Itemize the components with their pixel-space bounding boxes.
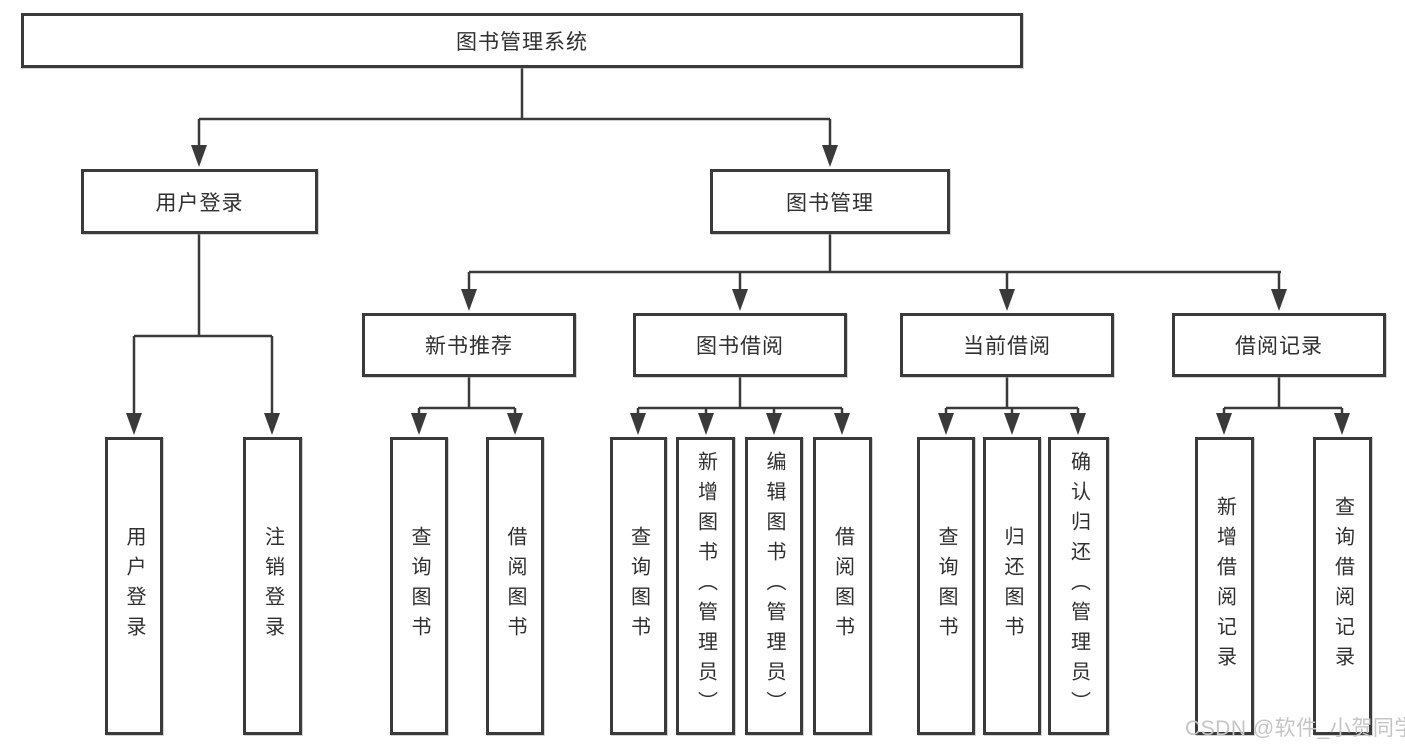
- node-query-borrow-record: 查询借阅记录: [1313, 437, 1372, 735]
- node-user-login-group: 用户登录: [81, 169, 318, 234]
- node-borrow-books-borrowing: 借阅图书: [813, 437, 872, 735]
- node-return-books: 归还图书: [983, 437, 1041, 735]
- node-borrowing-records: 借阅记录: [1172, 313, 1386, 377]
- node-query-books-current: 查询图书: [917, 437, 975, 735]
- node-new-book-recommend: 新书推荐: [362, 313, 576, 377]
- node-book-borrowing: 图书借阅: [633, 313, 847, 377]
- node-library-management-system: 图书管理系统: [21, 13, 1023, 68]
- csdn-watermark: CSDN @软件_小贺同学: [1185, 717, 1405, 740]
- node-current-borrowing: 当前借阅: [900, 313, 1114, 377]
- node-query-books-recommend: 查询图书: [390, 437, 448, 735]
- node-book-management: 图书管理: [710, 169, 950, 234]
- node-user-login: 用户登录: [105, 437, 163, 735]
- node-edit-books-admin: 编辑图书（管理员）: [745, 437, 803, 735]
- node-add-borrow-record: 新增借阅记录: [1195, 437, 1254, 735]
- node-logout-login: 注销登录: [243, 437, 302, 735]
- node-query-books-borrowing: 查询图书: [610, 437, 667, 735]
- node-borrow-books-recommend: 借阅图书: [486, 437, 544, 735]
- node-confirm-return-admin: 确认归还（管理员）: [1048, 437, 1109, 735]
- arrowheads: [126, 145, 1350, 435]
- node-add-books-admin: 新增图书（管理员）: [676, 437, 735, 735]
